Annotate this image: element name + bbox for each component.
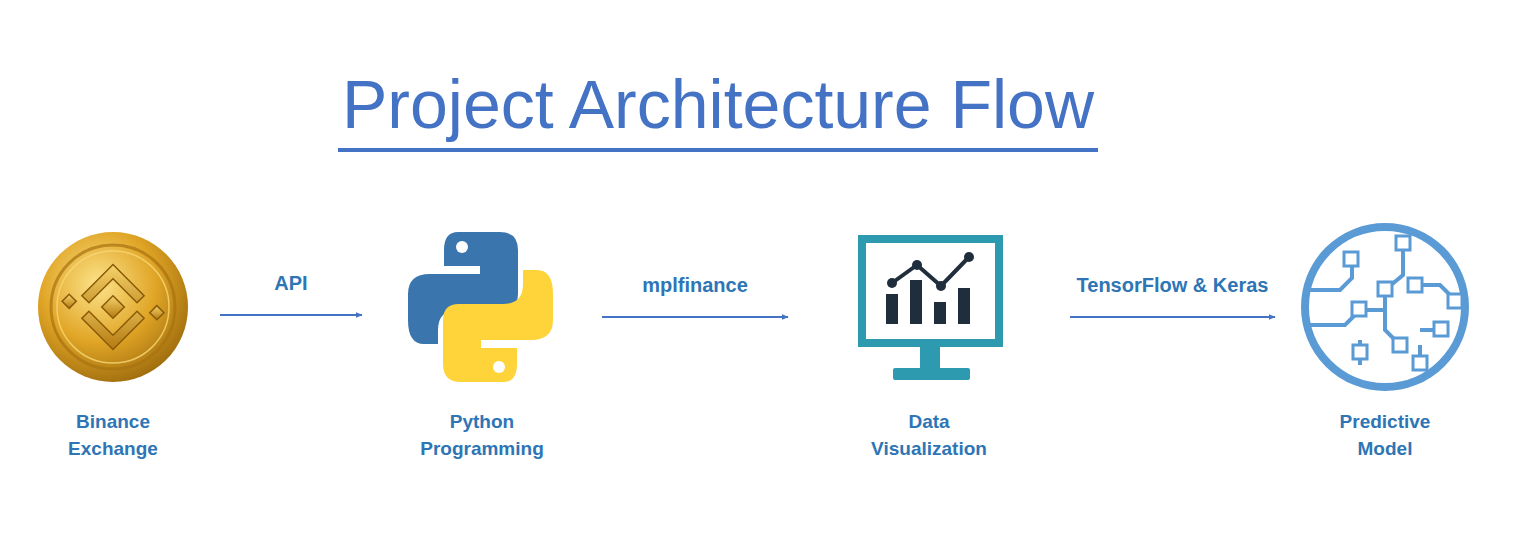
node-label: Data Visualization [859, 408, 999, 462]
flow-arrow [1070, 316, 1275, 318]
node-label: Python Programming [412, 408, 552, 462]
icon-node: Data Visualization [788, 232, 1070, 462]
binance-coin [38, 232, 188, 382]
flow-arrow [220, 314, 362, 316]
icon-node: Predictive Model [1275, 232, 1495, 462]
title-container: Project Architecture Flow [0, 70, 1436, 152]
circuit-icon [1305, 227, 1465, 387]
node-label: Predictive Model [1315, 408, 1455, 462]
edge-label: TensorFlow & Keras [1074, 273, 1272, 297]
icon-node: Binance Exchange [6, 232, 220, 462]
edge-label: API [271, 271, 310, 295]
icon-node: Python Programming [362, 232, 602, 462]
flow-arrow [602, 316, 788, 318]
node-label: Binance Exchange [43, 408, 183, 462]
python-logo [408, 232, 553, 382]
title: Project Architecture Flow [338, 70, 1098, 152]
monitor-chart-icon [862, 239, 999, 380]
edge-label: mplfinance [639, 273, 751, 297]
